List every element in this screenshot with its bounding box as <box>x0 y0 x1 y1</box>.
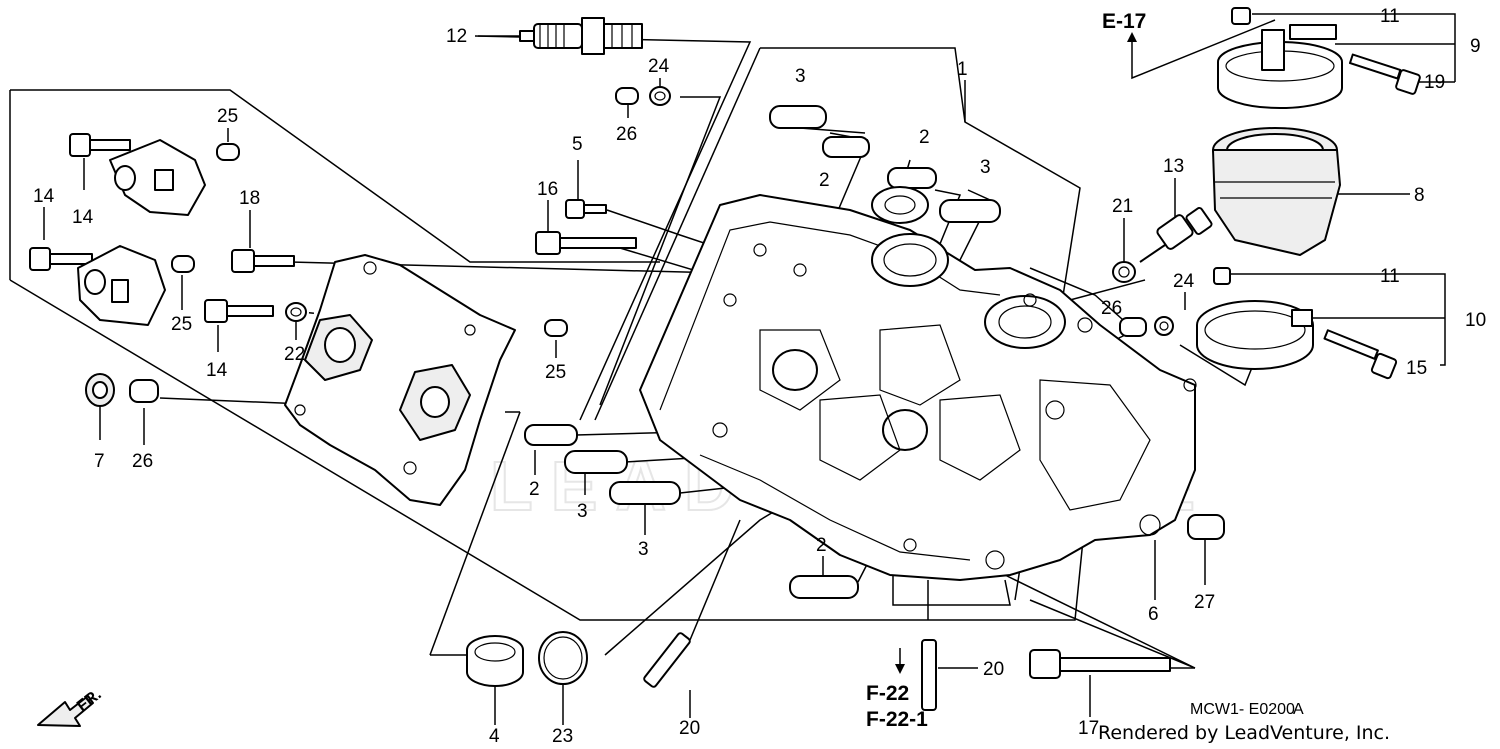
callout-3: 3 <box>577 501 588 522</box>
washers <box>285 86 1174 336</box>
callout-20: 20 <box>679 718 700 739</box>
credit-text: Rendered by LeadVenture, Inc. <box>1098 722 1390 744</box>
callout-26: 26 <box>132 451 153 472</box>
callout-3: 3 <box>638 539 649 560</box>
callout-5: 5 <box>572 134 583 155</box>
callout-15: 15 <box>1406 358 1427 379</box>
callout-labels: 1 2 2 2 2 3 3 3 3 4 5 6 7 8 9 10 11 11 1… <box>33 6 1486 747</box>
callout-2: 2 <box>816 535 827 556</box>
rocker-shaft-holders <box>77 139 206 326</box>
callout-27: 27 <box>1194 592 1215 613</box>
ref-f22: F-22 <box>866 682 909 705</box>
callout-3: 3 <box>795 66 806 87</box>
footer: MCW1- E0200 A Rendered by LeadVenture, I… <box>1098 701 1390 744</box>
callout-24: 24 <box>1173 271 1195 292</box>
callout-22: 22 <box>284 344 305 365</box>
callout-13: 13 <box>1163 156 1184 177</box>
callout-11: 11 <box>1380 6 1400 27</box>
callout-25: 25 <box>545 362 566 383</box>
callout-4: 4 <box>489 726 500 747</box>
callout-1: 1 <box>957 59 968 80</box>
front-direction-indicator: FR. <box>37 686 105 727</box>
callout-14: 14 <box>206 360 228 381</box>
callout-24: 24 <box>648 56 670 77</box>
spark-plug <box>519 17 643 55</box>
callout-7: 7 <box>94 451 105 472</box>
callout-16: 16 <box>537 179 558 200</box>
intake-insulator <box>1212 127 1341 256</box>
seal-rings <box>466 631 588 687</box>
diagram-code: MCW1- E0200 <box>1190 701 1295 718</box>
callout-14: 14 <box>33 186 55 207</box>
callout-23: 23 <box>552 726 573 747</box>
intake-insulator-upper-clamp <box>1217 7 1343 109</box>
callout-21: 21 <box>1112 196 1133 217</box>
valve-guides <box>524 105 1001 711</box>
callout-17: 17 <box>1078 718 1099 739</box>
intake-insulator-lower-clamp <box>1196 267 1314 370</box>
callout-12: 12 <box>446 26 467 47</box>
oil-seal <box>85 373 115 407</box>
callout-6: 6 <box>1148 604 1159 625</box>
callout-14: 14 <box>72 207 94 228</box>
dowel-pins <box>129 87 1225 540</box>
cylinder-head <box>639 186 1197 581</box>
callout-3: 3 <box>980 157 991 178</box>
callout-18: 18 <box>239 188 260 209</box>
callout-2: 2 <box>529 479 540 500</box>
rocker-arm-holder <box>284 254 516 506</box>
callout-10: 10 <box>1465 310 1486 331</box>
callout-25: 25 <box>171 314 192 335</box>
callout-19: 19 <box>1424 72 1445 93</box>
ref-e17: E-17 <box>1102 10 1146 33</box>
callout-20: 20 <box>983 659 1004 680</box>
callout-25: 25 <box>217 106 238 127</box>
callout-8: 8 <box>1414 185 1425 206</box>
callout-11: 11 <box>1380 266 1400 287</box>
callout-26: 26 <box>1101 298 1122 319</box>
callout-2: 2 <box>919 127 930 148</box>
callout-9: 9 <box>1470 36 1481 57</box>
callout-26: 26 <box>616 124 637 145</box>
diagram-code-suffix: A <box>1293 701 1304 718</box>
bolts <box>29 53 1421 679</box>
reference-labels: E-17 F-22 F-22-1 <box>866 10 1146 731</box>
callout-2: 2 <box>819 170 830 191</box>
ref-f22-1: F-22-1 <box>866 708 928 731</box>
